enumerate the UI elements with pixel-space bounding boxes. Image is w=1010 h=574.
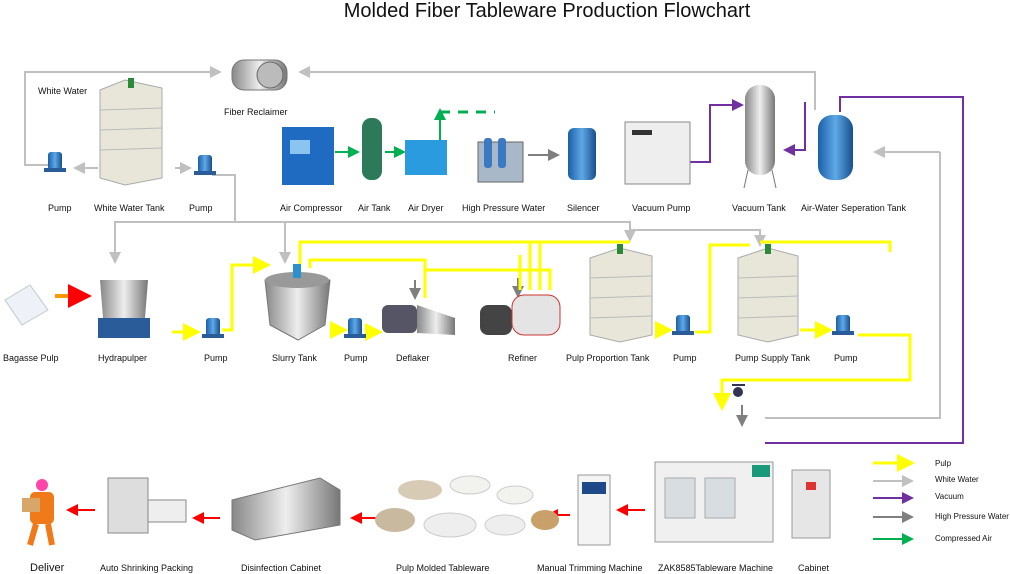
compressed-air-lines	[335, 108, 495, 158]
white-water-lines	[24, 66, 941, 419]
pulp-proportion-tank	[589, 244, 653, 343]
manual-trimming-machine	[577, 474, 611, 546]
page-title: Molded Fiber Tableware Production Flowch…	[343, 0, 751, 22]
svg-text:Pulp: Pulp	[935, 459, 952, 468]
bagasse-pulp	[4, 284, 49, 326]
label-fiber-reclaimer: Fiber Reclaimer	[224, 107, 288, 117]
high-pressure-water-unit	[477, 138, 524, 183]
legend-item-white-water: White Water	[873, 475, 979, 487]
label-air-tank: Air Tank	[358, 203, 391, 213]
vacuum-lines	[690, 96, 964, 444]
vacuum-pump	[624, 121, 691, 185]
tableware-machine	[654, 461, 774, 543]
valve-icon	[732, 384, 745, 397]
label-vacuum-tank: Vacuum Tank	[732, 203, 786, 213]
label-refiner: Refiner	[508, 353, 537, 363]
air-tank	[362, 118, 382, 180]
air-dryer	[405, 140, 447, 175]
pump-icon	[44, 152, 66, 172]
pulp-molded-tableware	[375, 475, 559, 538]
label-pump: Pump	[189, 203, 213, 213]
deliver-worker	[22, 479, 55, 546]
label-air-dryer: Air Dryer	[408, 203, 444, 213]
label-air-compressor: Air Compressor	[280, 203, 343, 213]
air-compressor	[282, 127, 334, 185]
pump-supply-tank	[737, 244, 799, 343]
pulp-lines	[172, 240, 912, 411]
label-pump: Pump	[673, 353, 697, 363]
label-pump: Pump	[204, 353, 228, 363]
label-high-pressure-water: High Pressure Water	[462, 203, 545, 213]
label-white-water-tank: White Water Tank	[94, 203, 165, 213]
svg-text:White Water: White Water	[935, 475, 979, 484]
pump-icon	[344, 318, 366, 338]
label-tableware-machine: ZAK8585Tableware Machine	[658, 563, 773, 573]
label-silencer: Silencer	[567, 203, 600, 213]
label-hydrapulper: Hydrapulper	[98, 353, 147, 363]
fiber-reclaimer	[231, 59, 288, 91]
label-air-water-separation-tank: Air-Water Seperation Tank	[801, 203, 907, 213]
deflaker	[382, 305, 455, 335]
label-pump: Pump	[834, 353, 858, 363]
label-disinfection-cabinet: Disinfection Cabinet	[241, 563, 322, 573]
label-vacuum-pump: Vacuum Pump	[632, 203, 690, 213]
label-deliver: Deliver	[30, 562, 65, 574]
auto-shrinking-packing-machine	[107, 477, 187, 534]
label-pump: Pump	[344, 353, 368, 363]
svg-text:Compressed Air: Compressed Air	[935, 534, 992, 543]
slurry-tank	[264, 264, 331, 341]
label-white-water: White Water	[38, 86, 87, 96]
pump-icon	[672, 315, 694, 335]
legend: Pulp White Water Vacuum High Pressure Wa…	[873, 454, 1009, 545]
label-auto-shrinking-packing: Auto Shrinking Packing	[100, 563, 193, 573]
pump-icon	[832, 315, 854, 335]
legend-item-high-pressure-water: High Pressure Water	[873, 511, 1009, 523]
label-pump: Pump	[48, 203, 72, 213]
label-pulp-proportion-tank: Pulp Proportion Tank	[566, 353, 650, 363]
label-pump-supply-tank: Pump Supply Tank	[735, 353, 810, 363]
svg-text:High Pressure Water: High Pressure Water	[935, 512, 1009, 521]
label-slurry-tank: Slurry Tank	[272, 353, 317, 363]
label-manual-trimming-machine: Manual Trimming Machine	[537, 563, 643, 573]
vacuum-tank	[743, 85, 777, 189]
legend-item-compressed-air: Compressed Air	[873, 533, 992, 545]
svg-text:Vacuum: Vacuum	[935, 492, 964, 501]
label-deflaker: Deflaker	[396, 353, 430, 363]
label-pulp-molded-tableware: Pulp Molded Tableware	[396, 563, 489, 573]
legend-item-pulp: Pulp	[873, 454, 952, 472]
cabinet	[791, 469, 831, 539]
label-bagasse-pulp: Bagasse Pulp	[3, 353, 59, 363]
pump-icon	[202, 318, 224, 338]
legend-item-vacuum: Vacuum	[873, 492, 964, 504]
white-water-tank	[99, 78, 163, 186]
silencer	[568, 128, 596, 180]
air-water-separation-tank	[818, 115, 853, 180]
pump-icon	[194, 155, 216, 175]
hydrapulper	[98, 280, 150, 338]
refiner	[480, 294, 561, 336]
disinfection-cabinet	[231, 477, 341, 541]
high-pressure-water-lines	[409, 149, 748, 427]
label-cabinet: Cabinet	[798, 563, 830, 573]
